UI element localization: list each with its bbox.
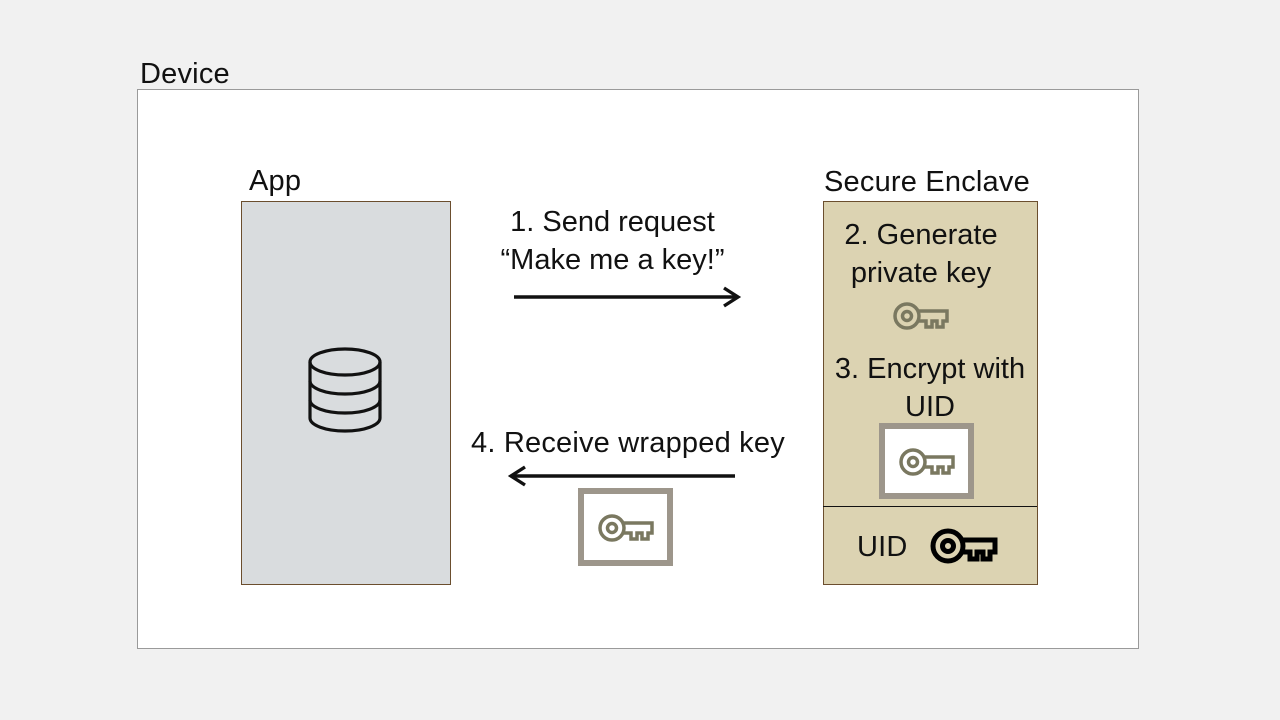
enclave-divider	[823, 506, 1037, 507]
uid-label: UID	[857, 531, 908, 563]
receive-arrow	[507, 465, 735, 487]
step2-line2: private key	[850, 257, 992, 289]
step2-line1: 2. Generate	[844, 219, 998, 251]
step3-label: 3. Encrypt with UID	[828, 350, 1032, 426]
uid-key-icon	[930, 528, 998, 564]
secure-enclave-label: Secure Enclave	[824, 166, 1030, 198]
private-key-icon	[893, 302, 949, 330]
step4-label: 4. Receive wrapped key	[471, 427, 785, 459]
step3-line1: 3. Encrypt with	[834, 353, 1026, 385]
secure-enclave-box	[823, 201, 1038, 585]
key-icon	[899, 448, 955, 476]
app-label: App	[249, 165, 302, 197]
database-icon	[308, 347, 382, 433]
device-label: Device	[140, 58, 230, 90]
send-arrow	[514, 286, 742, 308]
enclave-wrapped-key-icon	[879, 423, 974, 499]
step2-label: 2. Generate private key	[823, 216, 1019, 292]
wrapped-key-icon	[578, 488, 673, 566]
step1-line1: 1. Send request	[510, 206, 715, 238]
step1-line2: “Make me a key!”	[500, 244, 725, 276]
step3-line2: UID	[905, 391, 955, 423]
step1-label: 1. Send request “Make me a key!”	[470, 203, 755, 279]
key-icon	[598, 514, 654, 542]
